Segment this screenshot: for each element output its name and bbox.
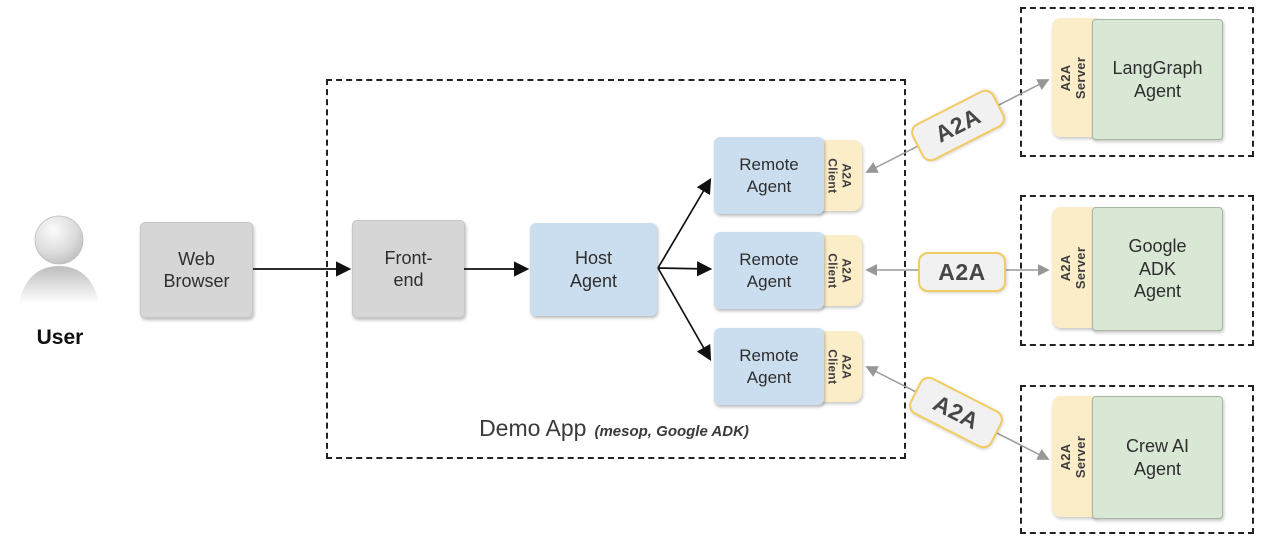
host-agent-node: Host Agent bbox=[530, 223, 657, 316]
a2a-client-tab-2-label: A2A Client bbox=[825, 252, 854, 289]
a2a-client-tab-1-label: A2A Client bbox=[825, 157, 854, 194]
a2a-protocol-pill-3: A2A bbox=[905, 373, 1007, 452]
a2a-server-tab-1-label: A2A Server bbox=[1058, 56, 1089, 99]
remote-agent-node-2: Remote Agent bbox=[714, 232, 824, 309]
demo-app-subtitle: (mesop, Google ADK) bbox=[594, 423, 749, 440]
a2a-protocol-pill-2: A2A bbox=[918, 252, 1006, 292]
a2a-server-tab-1: A2A Server bbox=[1052, 18, 1097, 137]
user-label: User bbox=[36, 326, 84, 349]
langgraph-agent-node: LangGraph Agent bbox=[1092, 19, 1223, 140]
user-icon bbox=[19, 215, 99, 304]
google-adk-agent-node: Google ADK Agent bbox=[1092, 207, 1223, 331]
remote-agent-node-1: Remote Agent bbox=[714, 137, 824, 214]
front-end-node: Front- end bbox=[352, 220, 465, 318]
a2a-server-tab-3-label: A2A Server bbox=[1058, 435, 1089, 478]
a2a-protocol-pill-1: A2A bbox=[907, 86, 1009, 165]
a2a-client-tab-3-label: A2A Client bbox=[825, 348, 854, 385]
demo-app-title: Demo App bbox=[479, 415, 587, 441]
web-browser-node: Web Browser bbox=[140, 222, 253, 318]
remote-agent-node-3: Remote Agent bbox=[714, 328, 824, 405]
a2a-server-tab-2-label: A2A Server bbox=[1058, 246, 1089, 289]
crew-ai-agent-node: Crew AI Agent bbox=[1092, 396, 1223, 519]
a2a-server-tab-2: A2A Server bbox=[1052, 207, 1097, 328]
a2a-server-tab-3: A2A Server bbox=[1052, 396, 1097, 517]
demo-app-caption: Demo App (mesop, Google ADK) bbox=[326, 415, 902, 442]
